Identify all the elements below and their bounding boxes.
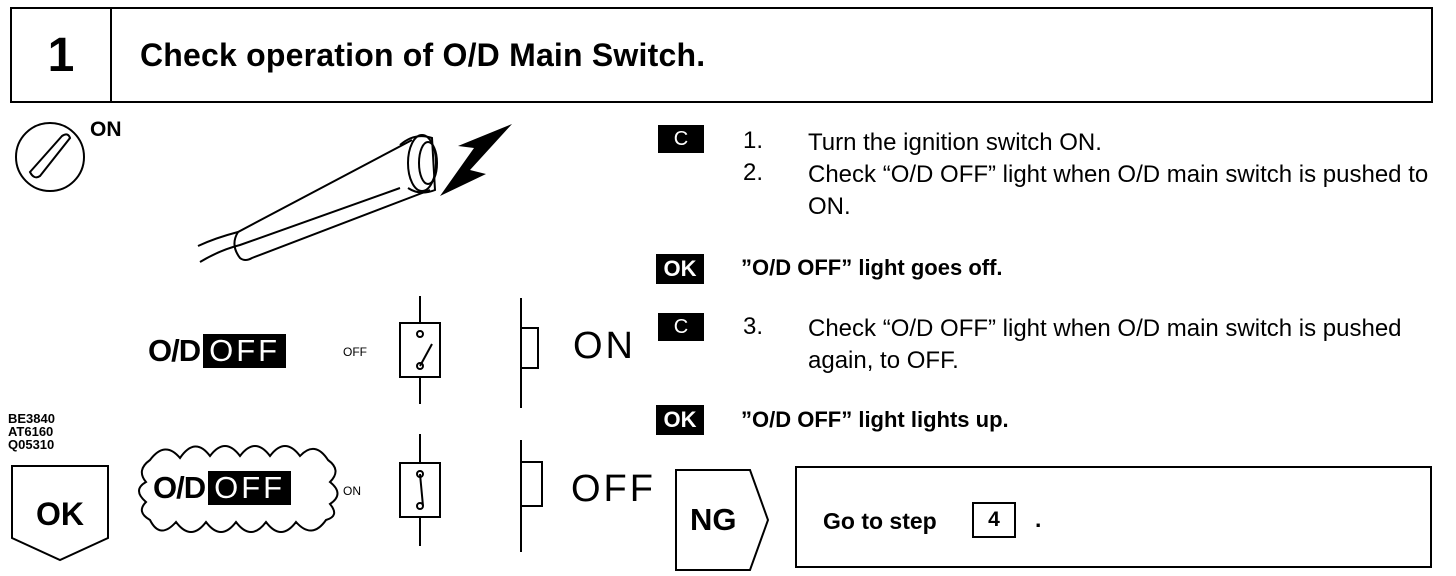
figure-code: BE3840 — [8, 411, 55, 426]
step-3-number: 3. — [743, 313, 764, 340]
check-badge: C — [658, 125, 704, 153]
button-bracket-on — [520, 298, 539, 408]
ok-badge: OK — [656, 405, 704, 435]
switch-symbol-closed — [399, 434, 441, 546]
step-1-number: 1. — [743, 127, 764, 154]
goto-step-suffix: . — [1035, 506, 1042, 532]
switch-label-on: ON — [343, 484, 361, 498]
goto-step-box — [795, 466, 1432, 568]
switch-label-off: OFF — [343, 345, 367, 359]
off-label: OFF — [208, 471, 292, 505]
step-2-text: Check “O/D OFF” light when O/D main swit… — [808, 161, 1429, 220]
step-2-number: 2. — [743, 159, 764, 186]
off-label: OFF — [203, 334, 287, 368]
button-state-off: OFF — [571, 468, 656, 510]
ok-arrow-shape — [11, 465, 109, 562]
step-1-text: Turn the ignition switch ON. — [808, 129, 1102, 156]
step-number: 1 — [12, 9, 112, 101]
push-arrow-icon — [440, 124, 512, 196]
page-title: Check operation of O/D Main Switch. — [140, 36, 706, 73]
check-badge: C — [658, 313, 704, 341]
od-label: O/D — [148, 333, 201, 368]
ignition-key-icon — [15, 122, 85, 192]
figure-code: Q05310 — [8, 437, 55, 452]
ok-badge: OK — [656, 254, 704, 284]
ng-arrow-shape — [675, 469, 770, 571]
light-glow-burst — [138, 445, 339, 533]
result-1-text: ”O/D OFF” light goes off. — [741, 255, 1003, 280]
ng-label: NG — [690, 502, 737, 537]
od-off-indicator-unlit: O/D OFF — [148, 333, 287, 369]
goto-step-link[interactable]: 4 — [972, 502, 1016, 538]
step-header: 1 Check operation of O/D Main Switch. — [10, 7, 1433, 103]
ok-arrow-label: OK — [36, 496, 84, 532]
figure-codes: BE3840 AT6160 Q05310 — [8, 412, 55, 451]
od-label: O/D — [153, 470, 206, 505]
switch-symbol-open — [399, 296, 441, 404]
od-lever-illustration — [197, 134, 438, 263]
figure-code: AT6160 — [8, 424, 54, 439]
ignition-on-label: ON — [90, 118, 122, 141]
od-off-indicator-lit: O/D OFF — [153, 470, 292, 506]
step-3-text: Check “O/D OFF” light when O/D main swit… — [808, 315, 1402, 374]
button-state-on: ON — [573, 325, 636, 367]
button-bracket-off — [520, 440, 543, 552]
goto-step-text: Go to step — [823, 508, 937, 534]
result-2-text: ”O/D OFF” light lights up. — [741, 407, 1009, 432]
